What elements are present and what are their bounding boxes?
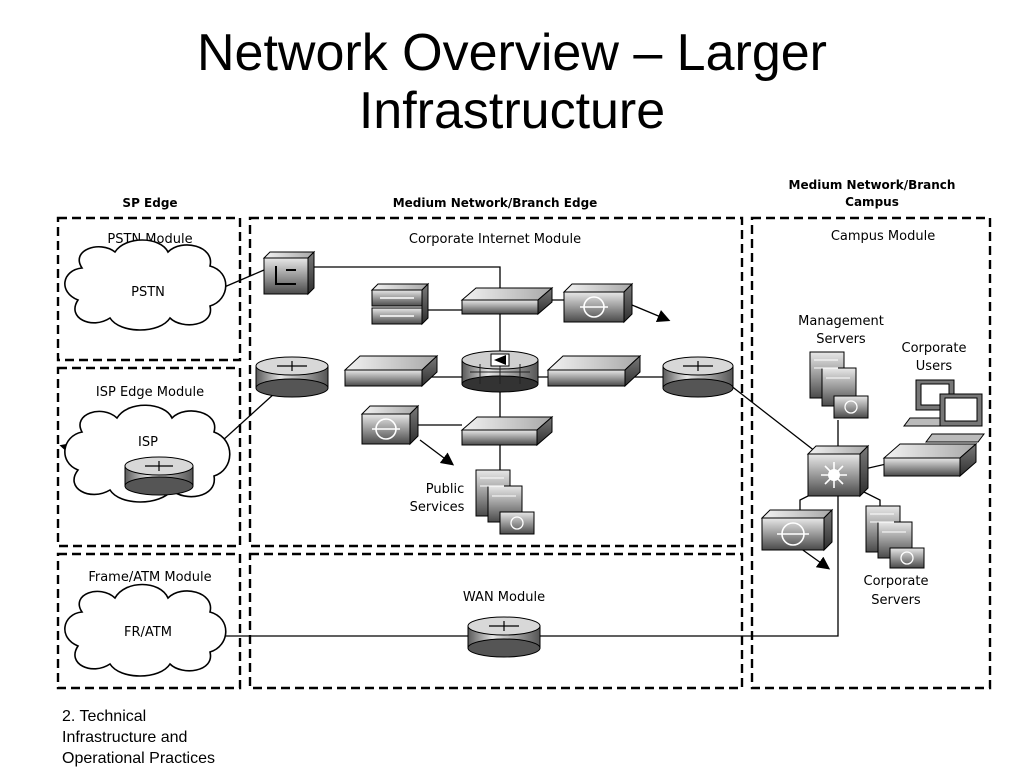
edge-router-left-icon xyxy=(255,356,329,398)
firewall-icon xyxy=(461,350,539,393)
corporate-users-label-line1: Corporate xyxy=(902,341,967,356)
wan-module-label: WAN Module xyxy=(463,590,545,605)
public-services-switch-icon xyxy=(460,415,554,447)
isp-edge-module-box xyxy=(56,366,242,548)
frame-atm-module-label: Frame/ATM Module xyxy=(88,570,211,585)
fr-atm-cloud: FR/ATM xyxy=(64,583,227,677)
footnote-line-1: 2. Technical xyxy=(62,708,147,725)
zone-header-sp-edge: SP Edge xyxy=(122,196,177,210)
ids-sensor-icon xyxy=(370,282,430,326)
core-switch-icon xyxy=(806,444,870,498)
corp-internet-right-switch-icon xyxy=(546,354,642,388)
connection-lines xyxy=(189,266,896,637)
footnote-line-3: Operational Practices xyxy=(62,750,215,767)
arrow-campus-vpn xyxy=(799,547,831,570)
frame-atm-module-box xyxy=(56,552,242,690)
zone-header-branch-edge: Medium Network/Branch Edge xyxy=(393,196,598,210)
fr-atm-cloud-label: FR/ATM xyxy=(124,625,172,640)
voice-gateway-icon xyxy=(262,250,316,296)
zone-header-branch-campus-line2: Campus xyxy=(845,195,899,209)
public-services-label-line1: Public xyxy=(426,482,464,497)
corporate-users-label-line2: Users xyxy=(916,359,953,374)
management-servers-label-line2: Servers xyxy=(816,332,866,347)
corporate-internet-module-label: Corporate Internet Module xyxy=(409,232,581,247)
wan-module-box xyxy=(248,552,744,690)
slide-title: Network Overview – Larger Infrastructure xyxy=(0,24,1024,140)
corporate-internet-module-box xyxy=(248,216,744,548)
zone-header-branch-campus-line1: Medium Network/Branch xyxy=(789,178,956,192)
wan-router-icon xyxy=(467,616,541,658)
footnote: 2. Technical Infrastructure and Operatio… xyxy=(62,706,302,769)
vpn-concentrator-top-icon xyxy=(562,282,634,324)
corporate-servers-icon xyxy=(865,505,925,569)
campus-module-box xyxy=(750,216,992,690)
title-line-2: Infrastructure xyxy=(358,82,666,140)
campus-access-switch-icon xyxy=(882,442,978,478)
footnote-line-2: Infrastructure and xyxy=(62,729,188,746)
edge-router-right-icon xyxy=(662,356,734,398)
pstn-cloud-label: PSTN xyxy=(131,285,165,300)
title-line-1: Network Overview – Larger xyxy=(197,24,827,82)
corp-internet-top-switch-icon xyxy=(460,286,554,316)
isp-cloud-label: ISP xyxy=(138,435,158,450)
vpn-concentrator-campus-icon xyxy=(760,508,834,552)
pstn-cloud: PSTN xyxy=(64,239,227,331)
campus-module-label: Campus Module xyxy=(831,229,935,244)
corporate-servers-label-line2: Servers xyxy=(871,593,921,608)
isp-edge-module-label: ISP Edge Module xyxy=(96,385,204,400)
vpn-concentrator-public-icon xyxy=(360,404,420,446)
pstn-module-box xyxy=(56,216,242,362)
management-servers-label-line1: Management xyxy=(798,314,884,329)
public-services-label-line2: Services xyxy=(410,500,465,515)
corp-internet-left-switch-icon xyxy=(343,354,439,388)
isp-router-icon xyxy=(124,456,194,496)
arrow-internet-out xyxy=(631,304,671,322)
public-services-servers-icon xyxy=(475,469,535,535)
corporate-servers-label-line1: Corporate xyxy=(864,574,929,589)
corporate-users-workstations-icon xyxy=(903,379,985,443)
management-servers-icon xyxy=(809,351,869,419)
arrow-public-services xyxy=(419,439,455,466)
